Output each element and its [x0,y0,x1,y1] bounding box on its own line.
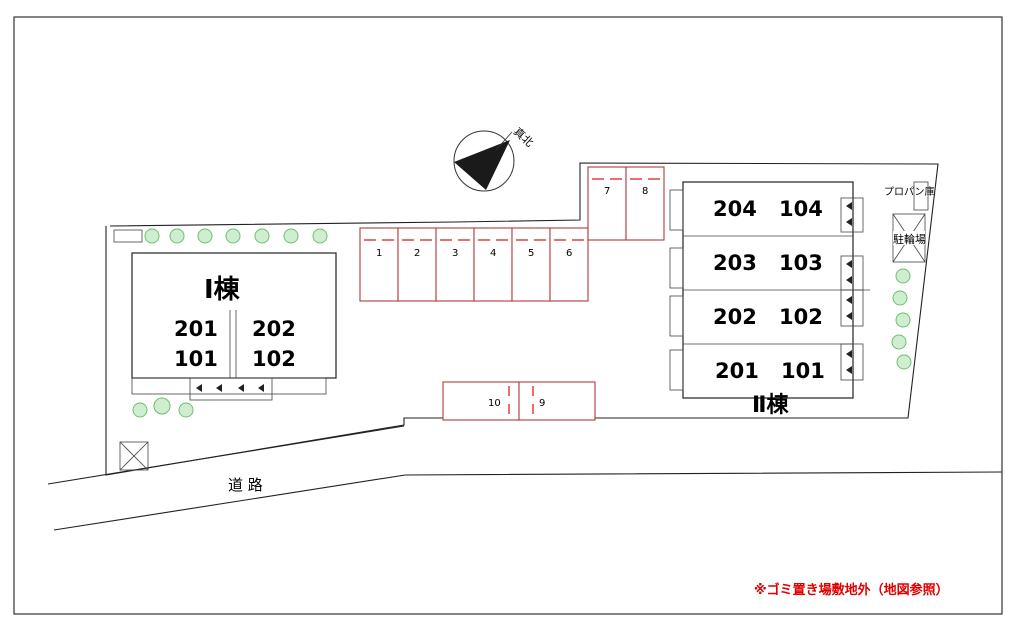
propane-shed-label: プロパン庫 [884,185,935,198]
building-2-unit-204: 204 [713,197,757,221]
road-label: 道 路 [228,476,263,494]
shrub [895,268,911,284]
entry-arrow-icon [846,218,852,226]
building-2-unit-101: 101 [781,359,825,383]
entry-arrow-icon [216,384,222,392]
shrub [891,334,907,350]
building-2-annex [669,189,684,231]
entry-arrow-icon [846,276,852,284]
building-1-unit-201: 201 [174,317,218,341]
building-1: Ⅰ棟 201 202 101 102 [131,252,337,401]
building-2-entry [840,343,864,381]
bicycle-parking-label: 駐輪場 [893,232,926,246]
shrub [144,228,160,244]
building-1-unit-202: 202 [252,317,296,341]
shrub [896,354,912,370]
shrub [254,228,270,244]
building-1-unit-101: 101 [174,347,218,371]
shrubs-bottom-left [132,397,194,418]
entry-arrow-icon [846,260,852,268]
shrubs-top [144,228,328,244]
parking-label-4: 4 [490,248,496,259]
parking-label-6: 6 [566,248,572,259]
parking-space-4 [473,227,513,302]
parking-label-10: 10 [488,398,501,409]
footnote: ※ゴミ置き場敷地外（地図参照） [754,582,949,598]
parking-label-9: 9 [539,398,545,409]
parking-space-2 [397,227,437,302]
parking-space-5 [511,227,551,302]
building-1-balcony [131,377,327,395]
parking-label-7: 7 [604,186,610,197]
building-1-outline [131,252,337,379]
building-2-unit-203: 203 [713,251,757,275]
road-edge-lower [53,471,1003,531]
parking-label-3: 3 [452,248,458,259]
shrub [283,228,299,244]
entry-arrow-icon [846,350,852,358]
meter-box [113,229,143,243]
building-2-entry [840,289,864,327]
building-2-unit-104: 104 [779,197,823,221]
shrub [132,402,148,418]
shrubs-right [891,268,912,370]
propane-shed: プロパン庫 [884,181,935,211]
shrub [895,312,911,328]
parking-space-6 [549,227,589,302]
parking-space-9 [518,381,596,421]
parking-label-2: 2 [414,248,420,259]
entry-arrow-icon [846,366,852,374]
building-2-unit-202: 202 [713,305,757,329]
building-2-unit-102: 102 [779,305,823,329]
entry-arrow-icon [258,384,264,392]
building-2-annex [669,349,684,391]
compass-label: 真北 [511,124,537,149]
parking-space-10 [442,381,520,421]
north-compass: 真北 [453,124,537,192]
parking-label-8: 8 [642,186,648,197]
road-edge-upper [47,425,405,485]
shrub [169,228,185,244]
building-2-entry [840,197,864,233]
parking-row-10-9: 10 9 [442,381,596,421]
parking-label-5: 5 [528,248,534,259]
parking-row-1-6: 1 2 3 4 5 6 [359,227,589,302]
shrub [178,402,194,418]
building-1-entry [189,377,273,401]
shrub [153,397,171,415]
parking-space-8 [625,166,665,241]
compass-arrow-icon [454,140,510,190]
building-1-unit-102: 102 [252,347,296,371]
building-2-annex [669,247,684,289]
entry-arrow-icon [846,296,852,304]
shrub [892,290,908,306]
building-2-unit-201: 201 [715,359,759,383]
building-2-name: Ⅱ棟 [752,392,789,418]
bicycle-parking: 駐輪場 [892,213,926,263]
entry-arrow-icon [238,384,244,392]
building-2: 204 104 203 103 202 102 201 101 Ⅱ棟 [669,181,870,418]
entry-arrow-icon [846,202,852,210]
propane-shed-box [913,181,929,211]
building-2-annex [669,295,684,337]
shrub [312,228,328,244]
building-2-unit-103: 103 [779,251,823,275]
entry-arrow-icon [846,312,852,320]
parking-space-1 [359,227,399,302]
compass-tick [495,131,513,151]
diagram-frame [13,16,1003,615]
entry-arrow-icon [196,384,202,392]
parking-space-7 [587,166,627,241]
shrub [197,228,213,244]
parking-space-3 [435,227,475,302]
parking-label-1: 1 [376,248,382,259]
x-box-left [119,441,149,471]
building-1-name: Ⅰ棟 [204,275,241,305]
shrub [225,228,241,244]
